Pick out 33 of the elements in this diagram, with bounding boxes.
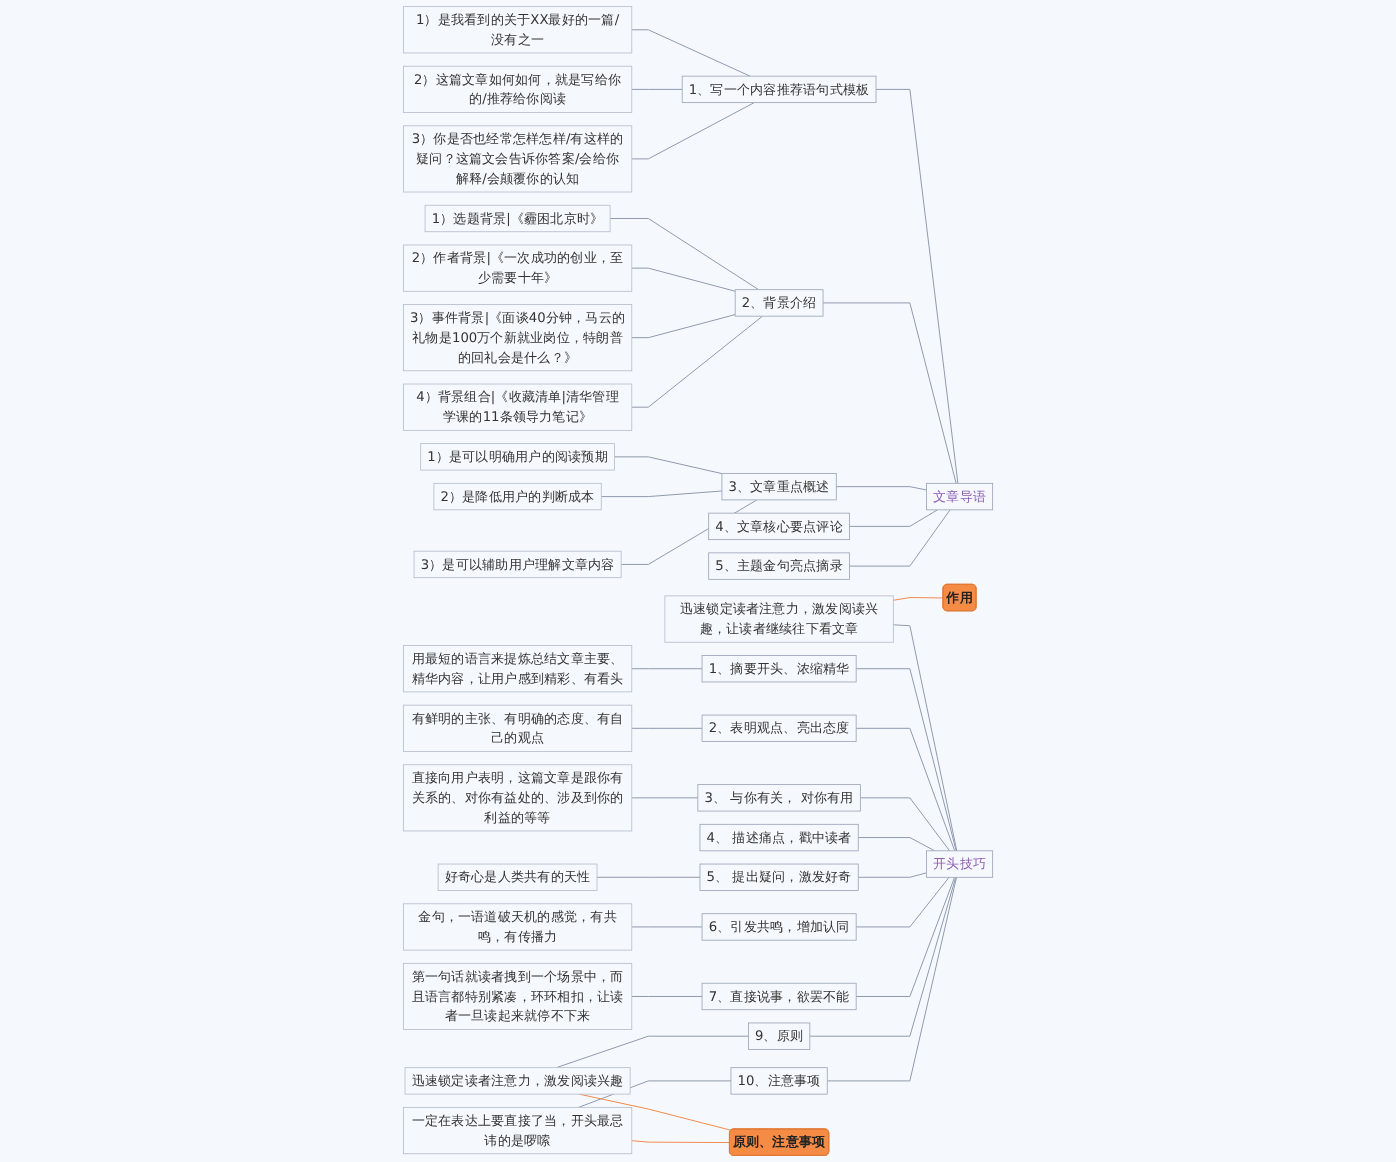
connector bbox=[849, 509, 938, 527]
connector bbox=[631, 267, 736, 292]
connector bbox=[849, 509, 951, 567]
connector bbox=[631, 1140, 731, 1144]
connector bbox=[875, 88, 959, 484]
connector bbox=[631, 88, 683, 90]
connector bbox=[859, 797, 951, 852]
connector bbox=[855, 727, 956, 852]
connector bbox=[631, 102, 755, 160]
connector bbox=[631, 29, 751, 77]
connector bbox=[857, 837, 936, 852]
connector bbox=[609, 218, 760, 291]
connector bbox=[631, 727, 703, 729]
connector bbox=[826, 876, 957, 1082]
connector bbox=[892, 624, 958, 852]
connector bbox=[631, 315, 763, 408]
connector bbox=[596, 876, 701, 878]
connector bbox=[855, 876, 956, 997]
connector bbox=[600, 490, 723, 498]
connector bbox=[822, 302, 957, 484]
connector bbox=[631, 314, 736, 339]
connector bbox=[809, 876, 957, 1037]
connector bbox=[631, 668, 703, 670]
connector bbox=[631, 797, 699, 799]
connector bbox=[892, 597, 944, 601]
connector bbox=[631, 926, 703, 928]
connector bbox=[631, 995, 703, 997]
connector bbox=[555, 1035, 749, 1069]
connector bbox=[855, 668, 957, 852]
connector bbox=[835, 486, 927, 491]
connector bbox=[614, 456, 723, 475]
connector bbox=[857, 872, 927, 878]
connector bbox=[855, 876, 950, 928]
